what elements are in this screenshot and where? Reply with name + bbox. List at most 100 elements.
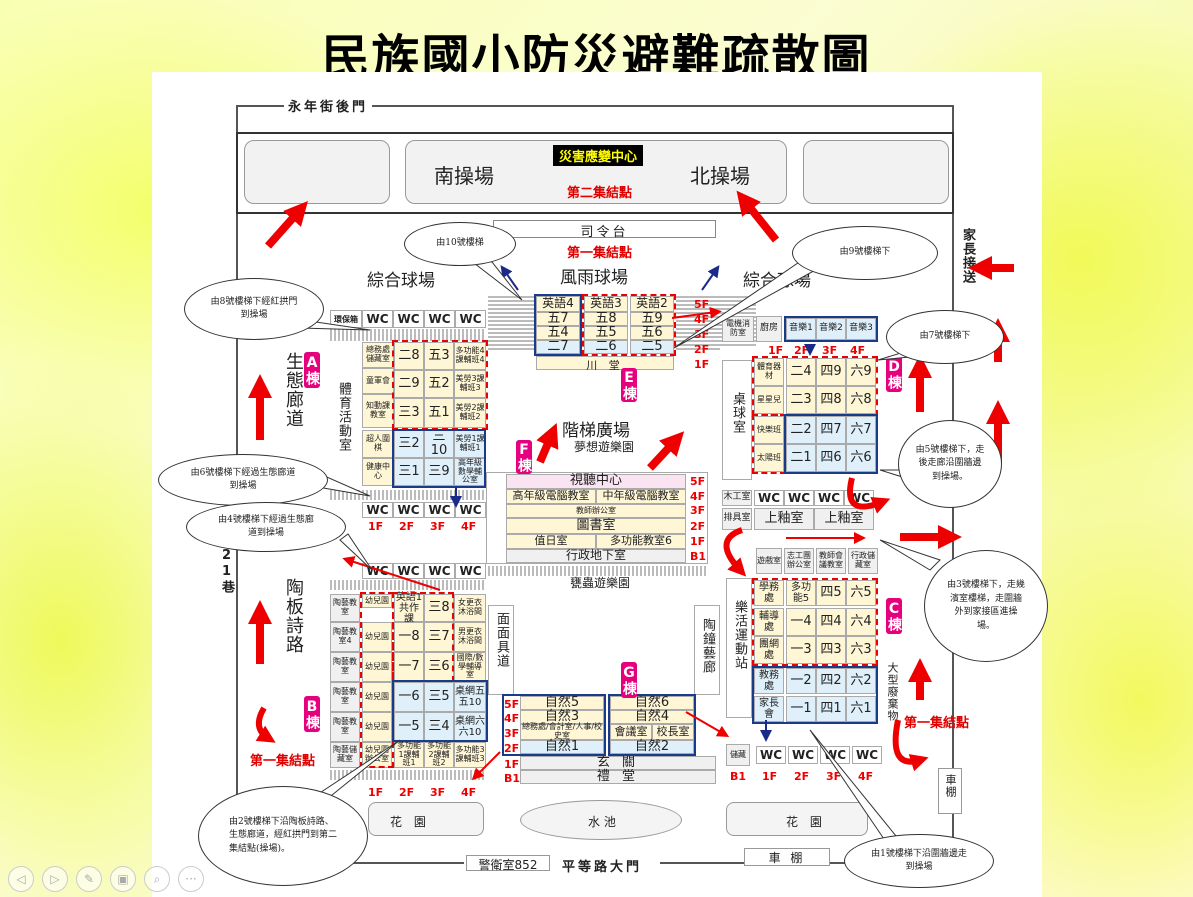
d-r2-0: 快樂班	[754, 416, 784, 444]
pen-icon[interactable]: ✎	[76, 866, 102, 892]
building-f	[486, 472, 708, 564]
gym-label: 體育活動室	[336, 382, 351, 452]
badge-g: G棟	[621, 662, 637, 698]
f-r3: 圖書室	[506, 518, 686, 534]
c-r3-2: 四2	[816, 668, 846, 694]
e-top-1: 英語3	[584, 296, 628, 312]
c-top-2: WC	[784, 490, 814, 506]
badge-c: C棟	[886, 598, 902, 634]
c-bot-3: WC	[820, 746, 850, 764]
g-blue-zone-l	[502, 694, 606, 756]
e-floor-4: 1F	[694, 358, 710, 371]
g-floor-0: 5F	[504, 698, 520, 711]
g-floor-4: 1F	[504, 758, 520, 771]
b-r5-0: 陶藝儲藏室	[330, 742, 360, 768]
bubble-stair-7: 由7號樓梯下	[886, 310, 1004, 364]
a-r1-1: 二9	[394, 370, 424, 398]
b-r5-3: 多功能2課輔班2	[424, 741, 454, 768]
g-l-5: 禮 堂	[520, 769, 716, 784]
c-side-0: 排具室	[722, 508, 752, 530]
b-r1-4: 男更衣沐浴間	[454, 622, 486, 652]
c-floor-3: 3F	[826, 770, 842, 783]
g-floor-3: 2F	[504, 742, 520, 755]
c-r2-0: 團網處	[754, 636, 784, 664]
a-top-3: WC	[424, 310, 455, 328]
a-bot-0: WC	[362, 502, 393, 518]
c-hall-0: 上釉室	[754, 508, 814, 530]
c-r2-3: 六3	[846, 636, 876, 664]
f-r1-0: 高年級電腦教室	[506, 489, 596, 504]
a-red-zone	[392, 340, 488, 430]
a-r3-2: 三10	[424, 429, 454, 458]
bubble-stair-8: 由8號樓梯下經紅拱門到操場	[184, 278, 324, 340]
c-top-4: WC	[844, 490, 874, 506]
a-r4-1: 三1	[394, 458, 424, 486]
pool-label: 水 池	[588, 815, 616, 829]
bike-shed-right-label: 車棚	[944, 774, 957, 798]
zoom-icon[interactable]: ⌕	[144, 866, 170, 892]
d-blue-top	[784, 316, 878, 342]
b-r2-2: 一7	[394, 652, 424, 682]
next-icon[interactable]: ▷	[42, 866, 68, 892]
bike-shed-bottom: 車 棚	[744, 848, 830, 866]
bubble-stair-2: 由2號樓梯下沿陶板詩路、生態廊道，經紅拱門到第二集結點(操場)。	[198, 786, 368, 886]
mask-path-label: 面面具道	[494, 612, 509, 668]
music-station-label: 樂活運動站	[732, 600, 747, 670]
b-top-2: WC	[424, 563, 455, 579]
c-top-3: WC	[814, 490, 844, 506]
front-gate-label: 平等路大門	[558, 856, 647, 875]
e-r0-1: 五8	[584, 311, 628, 326]
table-tennis-label: 桌球室	[730, 392, 745, 434]
previous-icon[interactable]: ◁	[8, 866, 34, 892]
slides-icon[interactable]: ▣	[110, 866, 136, 892]
bubble-stair-3: 由3號樓梯下，走幾濱室樓梯，走圍牆外到家接區進操場。	[924, 550, 1048, 662]
b-red-zone-2	[392, 592, 454, 682]
c-hall-1: 上釉室	[814, 508, 874, 530]
e-r0-2: 五9	[630, 311, 674, 326]
c-blue-zone	[752, 666, 878, 724]
a-r1-3: 美勞3課輔班3	[454, 370, 486, 398]
f-r0: 視聽中心	[506, 474, 686, 489]
a-r2-2: 五1	[424, 398, 454, 428]
rally-point-1-left: 第一集結點	[250, 754, 316, 769]
c-bot-4: WC	[852, 746, 882, 764]
b-red-zone-1	[360, 592, 394, 768]
g-r-2: 會議室	[610, 724, 652, 740]
b-r0-3: 三8	[424, 594, 454, 622]
more-icon[interactable]: ···	[178, 866, 204, 892]
b-r4-4: 桌網六六10	[454, 712, 486, 742]
a-bot-1: WC	[393, 502, 424, 518]
a-top-4: WC	[455, 310, 486, 328]
e-r0-0: 五7	[536, 311, 580, 326]
d-r3-0: 太陽班	[754, 444, 784, 472]
north-field-label: 北操場	[690, 164, 750, 188]
d-r3-3: 六6	[846, 444, 876, 472]
a-r0-1: 二8	[394, 342, 424, 370]
b-r2-0: 陶藝教室	[330, 652, 360, 682]
d-r0-0: 體育器材	[754, 358, 784, 386]
d-r3-1: 二1	[786, 444, 816, 472]
c-r4-1: 一1	[786, 696, 816, 722]
pottery-corridor-label: 陶鐘藝廊	[700, 618, 715, 674]
d-top-1: 廚房	[756, 316, 782, 342]
g-l-1: 自然3	[520, 709, 604, 724]
b-r5-2: 多功能1課輔班1	[394, 741, 424, 768]
rally-point-2: 第二集結點	[567, 186, 633, 201]
badge-e: E棟	[621, 368, 637, 402]
badge-d: D棟	[886, 356, 902, 392]
court-mid-label: 風雨球場	[560, 268, 628, 288]
c-side-3: 教師會議教室	[816, 548, 846, 574]
b-r3-4: 桌網五五10	[454, 682, 486, 712]
c-r1-3: 六4	[846, 608, 876, 636]
a-r2-3: 美勞2課輔班2	[454, 398, 486, 428]
court-right-label: 綜合球場	[743, 271, 811, 291]
badge-b: B棟	[304, 696, 320, 732]
e-top-2: 英語2	[630, 296, 674, 312]
c-r0-2: 四5	[816, 580, 846, 606]
d-r0-1: 二4	[786, 358, 816, 386]
g-blue-zone-r	[608, 694, 696, 756]
c-r0-3: 六5	[846, 580, 876, 606]
badge-a: A棟	[304, 352, 320, 388]
a-r2-1: 三3	[394, 398, 424, 428]
a-r0-0: 總務處儲藏室	[362, 342, 394, 368]
